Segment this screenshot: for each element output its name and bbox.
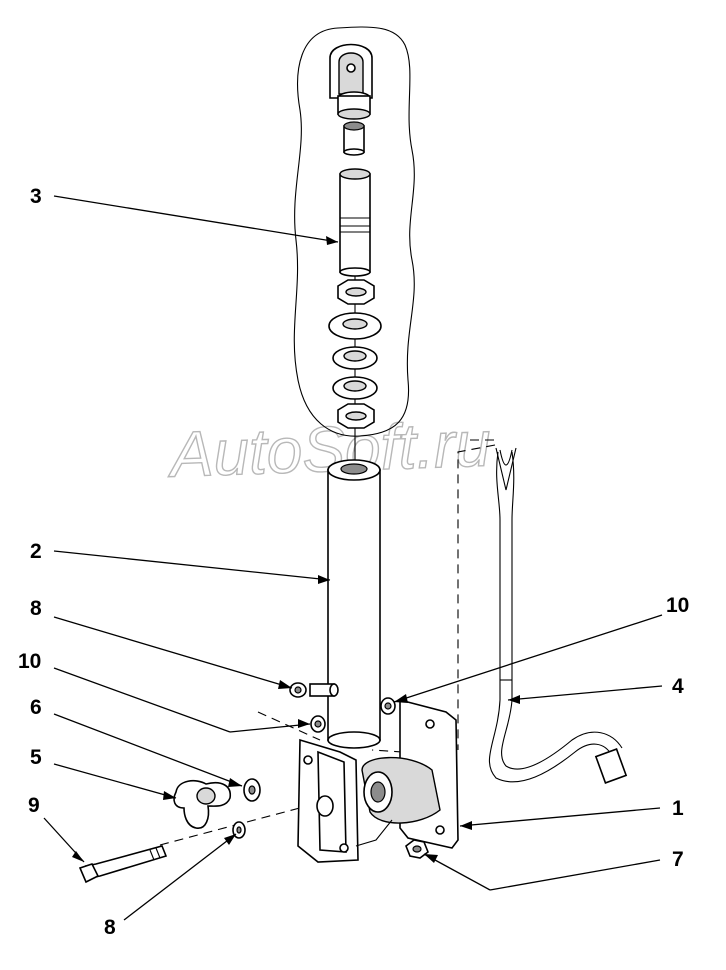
cable-harness — [488, 447, 628, 784]
arrow-8-lower — [224, 834, 236, 845]
callout-10-right: 10 — [666, 594, 689, 617]
leader-4 — [507, 685, 663, 701]
arrow-4 — [508, 695, 520, 704]
wing-knob — [173, 779, 231, 829]
callout-7: 7 — [672, 848, 684, 871]
hex-nut-lower — [337, 403, 375, 429]
callout-10-left: 10 — [18, 650, 41, 673]
mounting-bracket — [297, 698, 459, 863]
arrow-7 — [424, 854, 438, 863]
callout-9: 9 — [28, 794, 40, 817]
arrow-10-right — [394, 694, 408, 703]
arrow-10-left — [298, 719, 310, 728]
arrow-6 — [228, 778, 242, 787]
rod-end-eye — [329, 43, 373, 120]
washer-3 — [332, 376, 378, 400]
arrow-9 — [72, 851, 84, 862]
leader-8-upper — [53, 616, 293, 689]
leader-8-lower — [123, 833, 237, 921]
callout-5: 5 — [30, 746, 42, 769]
small-nut-left — [310, 715, 326, 733]
small-bushing — [343, 121, 365, 156]
callout-8-lower: 8 — [104, 916, 116, 939]
shaft-pin — [339, 168, 371, 277]
tube — [327, 459, 381, 749]
hex-nut-7 — [405, 839, 429, 859]
leader-10-left — [53, 667, 231, 733]
small-nut-right — [380, 697, 396, 715]
arrow-2 — [318, 575, 330, 584]
spacer-pin — [309, 683, 339, 697]
harness-routing-line — [457, 444, 496, 750]
arrow-1 — [460, 821, 472, 830]
detail-balloon-outline — [293, 26, 415, 437]
small-nut-upper — [289, 682, 307, 698]
callout-6: 6 — [30, 696, 42, 719]
leader-6 — [53, 713, 243, 787]
callout-3: 3 — [30, 185, 42, 208]
callout-1: 1 — [672, 797, 684, 820]
long-bolt — [78, 845, 168, 884]
callout-4: 4 — [672, 675, 684, 698]
arrow-5 — [163, 791, 176, 800]
washer-2 — [332, 346, 378, 370]
leader-5 — [53, 763, 177, 799]
leader-1 — [459, 807, 661, 827]
leader-3 — [53, 195, 339, 243]
leader-10-right — [393, 614, 663, 703]
washer-1 — [328, 312, 382, 340]
leader-2 — [53, 550, 331, 581]
arrow-8-upper — [278, 680, 292, 689]
hex-nut-upper — [337, 279, 375, 305]
leader-7 — [489, 859, 661, 891]
callout-8-upper: 8 — [30, 597, 42, 620]
callout-2: 2 — [30, 540, 42, 563]
flat-washer — [243, 778, 261, 802]
arrow-3 — [326, 236, 338, 245]
leader-10-left-b — [229, 723, 311, 733]
